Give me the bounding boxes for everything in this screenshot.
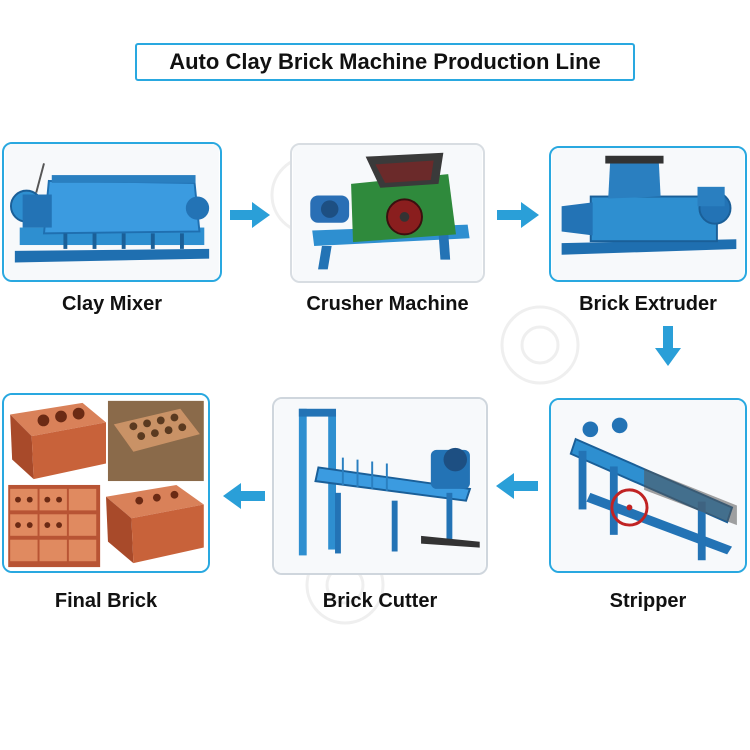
- left-arrow-icon: [223, 483, 265, 509]
- crusher-machine-card: [290, 143, 485, 283]
- brick-extruder-card: [549, 146, 747, 282]
- right-arrow-icon: [497, 202, 539, 228]
- brick-extruder-machine-icon: [551, 148, 745, 280]
- step-label-stripper: Stripper: [609, 590, 687, 612]
- clay-mixer-machine-icon: [5, 144, 219, 280]
- down-arrow-icon: [655, 326, 681, 366]
- stripper-card: [549, 398, 747, 573]
- brick-cutter-machine-icon: [274, 399, 486, 573]
- step-label-crusher-machine: Crusher Machine: [306, 293, 469, 315]
- step-label-clay-mixer: Clay Mixer: [61, 293, 163, 315]
- right-arrow-icon: [230, 202, 270, 228]
- finished-bricks-icon: [4, 395, 208, 571]
- clay-mixer-card: [2, 142, 222, 282]
- stripper-machine-icon: [551, 400, 745, 571]
- left-arrow-icon: [496, 473, 538, 499]
- diagram-title: Auto Clay Brick Machine Production Line: [135, 43, 635, 81]
- step-label-brick-extruder: Brick Extruder: [579, 293, 717, 315]
- step-label-final-brick: Final Brick: [54, 590, 158, 612]
- crusher-machine-icon: [292, 145, 483, 281]
- watermark-logo: [500, 305, 580, 385]
- step-label-brick-cutter: Brick Cutter: [322, 590, 438, 612]
- final-brick-card: [2, 393, 210, 573]
- brick-cutter-card: [272, 397, 488, 575]
